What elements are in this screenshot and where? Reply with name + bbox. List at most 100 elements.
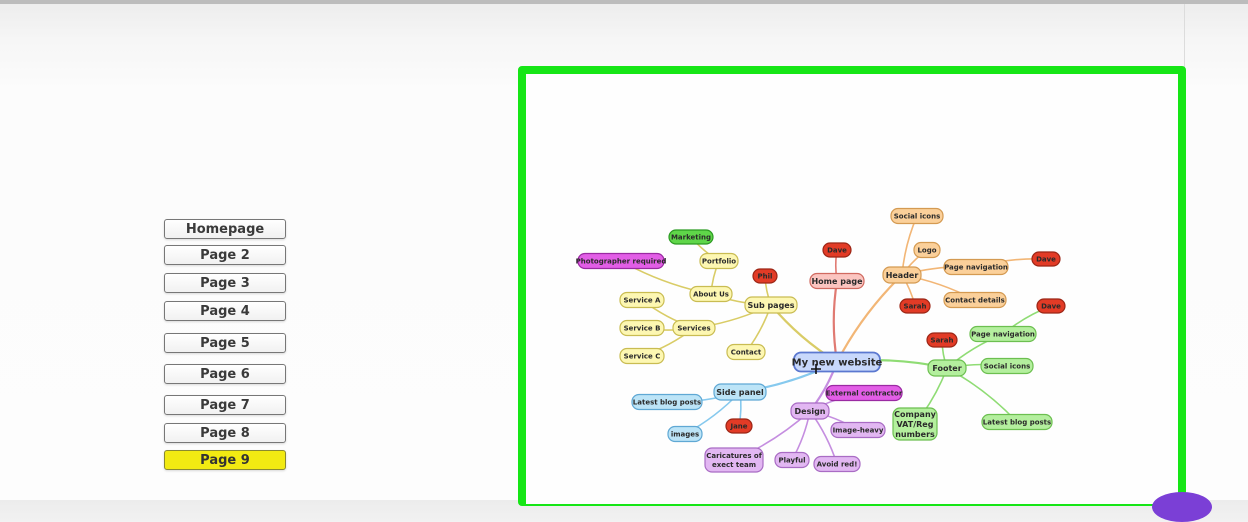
page-button-2[interactable]: Page 2 <box>164 245 286 265</box>
page-button-8[interactable]: Page 8 <box>164 423 286 443</box>
node-images-label: images <box>671 431 699 439</box>
node-social-icons-h[interactable]: Social icons <box>890 207 944 225</box>
node-portfolio[interactable]: Portfolio <box>699 252 739 270</box>
page-button-7[interactable]: Page 7 <box>164 395 286 415</box>
node-social-icons-f[interactable]: Social icons <box>980 357 1034 375</box>
node-company-label: Company <box>894 410 937 419</box>
connector-root-home <box>832 280 839 363</box>
node-logo-label: Logo <box>917 247 936 255</box>
node-logo[interactable]: Logo <box>913 241 941 259</box>
node-sidepanel-box <box>713 383 767 401</box>
node-latest-blog-f[interactable]: Latest blog posts <box>981 413 1053 431</box>
node-company-label: numbers <box>895 430 935 439</box>
node-avoid-box <box>813 455 861 473</box>
node-about-box <box>689 285 733 303</box>
node-photographer[interactable]: Photographer required <box>576 252 667 270</box>
node-footer-label: Footer <box>932 364 961 373</box>
floating-badge[interactable] <box>1152 492 1212 522</box>
node-contact[interactable]: Contact <box>726 343 766 361</box>
page-button-9[interactable]: Page 9 <box>164 450 286 470</box>
node-image-heavy-box <box>830 421 886 439</box>
node-phil-box <box>752 268 778 284</box>
node-header[interactable]: Header <box>882 266 922 284</box>
node-services[interactable]: Services <box>672 319 716 337</box>
node-serviceC[interactable]: Service C <box>619 347 665 365</box>
node-sarah-footer[interactable]: Sarah <box>926 332 958 348</box>
node-logo-box <box>913 241 941 259</box>
node-sarah-footer-box <box>926 332 958 348</box>
node-latest-blog-s[interactable]: Latest blog posts <box>631 393 703 411</box>
node-portfolio-box <box>699 252 739 270</box>
node-avoid[interactable]: Avoid red! <box>813 455 861 473</box>
node-design-box <box>790 402 830 420</box>
node-contact-label: Contact <box>731 349 762 357</box>
node-subpages-label: Sub pages <box>747 301 794 310</box>
page-button-6[interactable]: Page 6 <box>164 364 286 384</box>
node-playful-label: Playful <box>778 457 805 465</box>
node-social-icons-f-box <box>980 357 1034 375</box>
node-design-label: Design <box>795 407 826 416</box>
node-dave-footer[interactable]: Dave <box>1036 298 1066 314</box>
node-home-box <box>809 272 865 290</box>
node-playful[interactable]: Playful <box>774 451 810 469</box>
node-jane[interactable]: Jane <box>725 418 753 434</box>
node-subpages[interactable]: Sub pages <box>744 296 798 314</box>
node-contact-box <box>726 343 766 361</box>
node-dave-footer-label: Dave <box>1041 303 1061 311</box>
node-latest-blog-f-label: Latest blog posts <box>983 419 1051 427</box>
page-button-1[interactable]: Homepage <box>164 219 286 239</box>
node-image-heavy[interactable]: Image-heavy <box>830 421 886 439</box>
node-home[interactable]: Home page <box>809 272 865 290</box>
node-page-nav-h[interactable]: Page navigation <box>943 258 1009 276</box>
node-sidepanel[interactable]: Side panel <box>713 383 767 401</box>
node-caricatures-label: exect team <box>712 461 756 469</box>
node-design[interactable]: Design <box>790 402 830 420</box>
page-button-5[interactable]: Page 5 <box>164 333 286 353</box>
node-about[interactable]: About Us <box>689 285 733 303</box>
node-sarah-header-box <box>899 298 931 314</box>
node-serviceC-box <box>619 347 665 365</box>
node-phil[interactable]: Phil <box>752 268 778 284</box>
node-page-nav-h-label: Page navigation <box>944 264 1008 272</box>
node-page-nav-h-box <box>943 258 1009 276</box>
node-photographer-box <box>577 252 665 270</box>
node-latest-blog-f-box <box>981 413 1053 431</box>
node-sarah-header[interactable]: Sarah <box>899 298 931 314</box>
node-serviceA[interactable]: Service A <box>619 291 665 309</box>
page-button-3[interactable]: Page 3 <box>164 273 286 293</box>
node-sidepanel-label: Side panel <box>716 388 764 397</box>
node-social-icons-h-label: Social icons <box>894 213 940 221</box>
node-sarah-header-label: Sarah <box>904 303 927 311</box>
node-dave-header[interactable]: Dave <box>1031 251 1061 267</box>
node-caricatures-label: Caricatures of <box>706 452 763 460</box>
node-jane-label: Jane <box>729 423 747 431</box>
node-jane-box <box>725 418 753 434</box>
node-about-label: About Us <box>693 291 729 299</box>
node-contact-details[interactable]: Contact details <box>943 291 1007 309</box>
node-latest-blog-s-box <box>631 393 703 411</box>
node-marketing[interactable]: Marketing <box>668 229 714 245</box>
node-serviceB[interactable]: Service B <box>619 319 665 337</box>
node-caricatures-box <box>704 447 764 473</box>
node-footer[interactable]: Footer <box>927 359 967 377</box>
node-marketing-box <box>668 229 714 245</box>
node-social-icons-f-label: Social icons <box>984 363 1030 371</box>
node-external-box <box>825 384 903 402</box>
node-footer-box <box>927 359 967 377</box>
node-serviceB-label: Service B <box>624 325 661 333</box>
node-page-nav-f[interactable]: Page navigation <box>969 325 1037 343</box>
node-serviceB-box <box>619 319 665 337</box>
node-external[interactable]: External contractor <box>825 384 903 402</box>
node-root[interactable]: My new website <box>792 351 883 373</box>
node-dave-home[interactable]: Dave <box>822 242 852 258</box>
node-dave-header-box <box>1031 251 1061 267</box>
node-home-label: Home page <box>811 277 863 286</box>
node-images[interactable]: images <box>667 425 703 443</box>
page-button-4[interactable]: Page 4 <box>164 301 286 321</box>
node-social-icons-h-box <box>890 207 944 225</box>
